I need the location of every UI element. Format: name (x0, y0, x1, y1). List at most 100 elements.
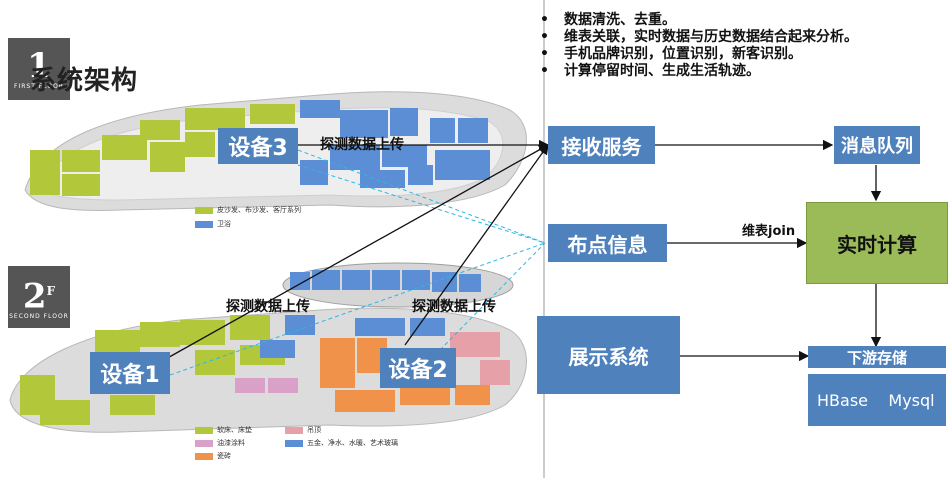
floor2-legend: 软床、床垫 吊顶 油漆涂料 五金、净水、水暖、艺术玻璃 瓷砖 (195, 425, 425, 461)
legend-swatch (285, 426, 303, 434)
shop-block (300, 160, 328, 185)
shop-block (268, 378, 298, 393)
legend-item: 卫浴 (195, 219, 301, 229)
storage-title-box: 下游存储 (808, 346, 946, 368)
legend-swatch (285, 439, 303, 447)
bullet-text: 手机品牌识别，位置识别，新客识别。 (564, 46, 802, 62)
upload-arrows (154, 139, 882, 366)
shop-block (285, 315, 315, 335)
floor2-digit: 2 (22, 276, 47, 317)
upload-label-3: 探测数据上传 (412, 299, 496, 315)
shop-block (340, 110, 388, 138)
bullet-item: •维表关联，实时数据与历史数据结合起来分析。 (540, 29, 858, 45)
floor1-number: 1 (27, 45, 51, 86)
shop-block (458, 118, 488, 143)
floor2-badge: 2F SECOND FLOOR (8, 266, 70, 328)
shop-block (150, 142, 185, 172)
floor2-text: SECOND FLOOR (9, 313, 69, 321)
display-system-box: 展示系统 (537, 316, 680, 394)
legend-item: 吊顶 (285, 425, 425, 435)
dashed-links (169, 149, 546, 376)
device-2: 设备2 (380, 348, 456, 388)
legend-label: 软床、床垫 (217, 426, 252, 434)
mysql-label: Mysql (877, 374, 946, 426)
legend-item: 五金、净水、水暖、艺术玻璃 (285, 438, 425, 448)
bullet-list: •数据清洗、去重。 •维表关联，实时数据与历史数据结合起来分析。 •手机品牌识别… (540, 12, 858, 80)
device-3: 设备3 (218, 128, 298, 164)
shop-block (250, 104, 295, 124)
bullet-item: •数据清洗、去重。 (540, 12, 676, 28)
shop-block (62, 174, 100, 196)
join-label: 维表join (742, 224, 796, 239)
floor2-sup: F (46, 283, 56, 298)
shop-block (195, 350, 235, 375)
legend-swatch (195, 206, 213, 214)
legend-label: 油漆涂料 (217, 439, 245, 447)
shop-block (382, 145, 427, 167)
bullet-text: 计算停留时间、生成生活轨迹。 (564, 63, 760, 79)
shop-block (140, 322, 180, 347)
storage-box: HBase Mysql (808, 374, 946, 426)
legend-label: 皮沙发、布沙发、客厅系列 (217, 206, 301, 214)
floor2-number: 2F (23, 274, 55, 313)
shop-block (185, 108, 245, 130)
bullet-item: •计算停留时间、生成生活轨迹。 (540, 63, 760, 79)
shop-block (372, 270, 400, 290)
legend-label: 五金、净水、水暖、艺术玻璃 (307, 439, 398, 447)
shop-block (260, 340, 295, 358)
bullet-item: •手机品牌识别，位置识别，新客识别。 (540, 46, 802, 62)
shop-block (312, 270, 340, 290)
shop-block (459, 274, 481, 292)
upload-label-2: 探测数据上传 (226, 299, 310, 315)
shop-block (110, 395, 155, 415)
shop-block (62, 150, 100, 172)
shop-block (320, 338, 355, 388)
shop-block (230, 315, 270, 340)
legend-label: 卫浴 (217, 220, 231, 228)
device-1: 设备1 (90, 352, 170, 394)
shop-block (360, 170, 405, 188)
shop-block (455, 385, 490, 405)
shop-block (30, 150, 60, 195)
legend-swatch (195, 439, 213, 447)
bullet-text: 数据清洗、去重。 (564, 12, 676, 28)
shop-block (300, 100, 340, 118)
page-title: 系统架构 (30, 66, 139, 96)
shop-block (335, 390, 395, 412)
shop-block (342, 270, 370, 290)
shop-block (432, 272, 457, 292)
shop-block (450, 332, 500, 357)
legend-item: 瓷砖 (195, 451, 285, 461)
legend-label: 瓷砖 (217, 452, 231, 460)
floor1-map (24, 91, 527, 211)
shop-block (390, 108, 418, 136)
shop-block (180, 320, 225, 345)
shop-block (40, 400, 90, 425)
shop-block (185, 132, 215, 157)
legend-item: 皮沙发、布沙发、客厅系列 (195, 205, 301, 215)
receive-service-box: 接收服务 (548, 126, 655, 164)
legend-item: 油漆涂料 (195, 438, 285, 448)
shop-block (290, 272, 310, 290)
floor1-legend: 皮沙发、布沙发、客厅系列 卫浴 (195, 205, 301, 229)
message-queue-box: 消息队列 (834, 126, 920, 164)
shop-block (435, 150, 490, 180)
shop-block (235, 378, 265, 393)
shop-block (410, 318, 445, 336)
shop-block (402, 270, 430, 290)
floor1-text: FIRST FLOOR (14, 82, 64, 90)
shop-block (408, 165, 433, 185)
shop-block (95, 330, 140, 352)
shop-block (355, 318, 405, 336)
shop-block (140, 120, 180, 140)
shop-block (102, 135, 147, 160)
legend-swatch (195, 426, 213, 434)
shop-block (480, 360, 510, 385)
floor1-badge: 1 FIRST FLOOR (8, 38, 70, 100)
hbase-label: HBase (808, 374, 877, 426)
legend-swatch (195, 220, 213, 228)
bullet-text: 维表关联，实时数据与历史数据结合起来分析。 (564, 29, 858, 45)
shop-block (330, 145, 380, 170)
legend-label: 吊顶 (307, 426, 321, 434)
placement-info-box: 布点信息 (548, 224, 667, 262)
